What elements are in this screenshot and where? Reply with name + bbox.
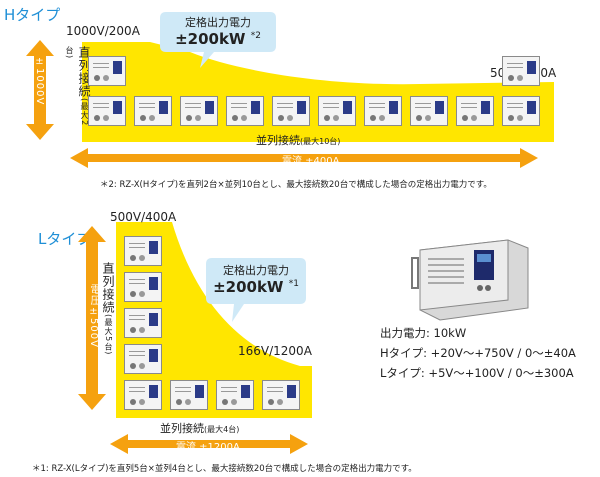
l-voltage-top: 500V/400A	[110, 210, 177, 224]
h-series-note: (最大2台)	[65, 46, 89, 127]
h-callout-label: 定格出力電力	[185, 16, 251, 29]
l-type-title: Lタイプ	[38, 230, 92, 248]
l-unit	[124, 344, 162, 374]
l-callout: 定格出力電力 ±200kW *1	[206, 262, 306, 296]
l-unit	[262, 380, 300, 410]
h-current-arrow-label: 電流 ±400A	[282, 156, 340, 167]
h-unit	[318, 96, 356, 126]
spec-h-type: Hタイプ: +20V〜+750V / 0〜±40A	[380, 346, 576, 360]
h-unit	[88, 96, 126, 126]
l-series-label: 直列接続(最大5台)	[100, 262, 117, 372]
h-unit	[180, 96, 218, 126]
h-footnote: ＊2: RZ-X(Hタイプ)を直列2台×並列10台とし、最大接続数20台で構成し…	[100, 180, 492, 190]
l-unit	[170, 380, 208, 410]
l-voltage-arrow	[78, 226, 106, 410]
h-unit	[502, 56, 540, 86]
l-parallel-label: 並列接続(最大4台)	[160, 420, 239, 436]
product-image	[411, 239, 529, 321]
l-footnote: ＊1: RZ-X(Lタイプ)を直列5台×並列4台とし、最大接続数20台で構成した…	[32, 464, 417, 474]
h-current-arrow	[70, 148, 538, 168]
h-unit	[272, 96, 310, 126]
l-voltage-arrow-label: 電圧±500V	[88, 284, 99, 348]
l-current-arrow	[110, 434, 308, 454]
l-callout-value: ±200kW	[213, 278, 284, 296]
spec-l-type: Lタイプ: +5V〜+100V / 0〜±300A	[380, 366, 574, 380]
h-unit	[456, 96, 494, 126]
l-parallel-text: 並列接続	[160, 422, 204, 435]
l-callout-mark: *1	[288, 279, 299, 289]
h-callout: 定格出力電力 ±200kW *2	[160, 14, 276, 48]
h-voltage-arrow	[26, 40, 54, 140]
h-series-text: 直列接続	[77, 46, 91, 98]
h-voltage-arrow-label: 電圧±1000V	[34, 56, 58, 106]
h-unit	[88, 56, 126, 86]
h-callout-value: ±200kW	[175, 30, 246, 48]
h-parallel-note: (最大10台)	[300, 137, 341, 146]
l-series-text: 直列接続	[101, 262, 115, 314]
l-parallel-note: (最大4台)	[204, 425, 240, 434]
h-unit	[410, 96, 448, 126]
l-voltage-right: 166V/1200A	[238, 344, 312, 358]
l-unit	[124, 380, 162, 410]
h-callout-mark: *2	[250, 31, 261, 41]
h-unit	[226, 96, 264, 126]
l-type-yellow-area	[78, 222, 312, 454]
l-unit	[124, 236, 162, 266]
h-unit	[364, 96, 402, 126]
h-type-title: Hタイプ	[4, 6, 61, 24]
l-series-note: (最大5台)	[104, 314, 113, 356]
h-unit	[502, 96, 540, 126]
h-voltage-top: 1000V/200A	[66, 24, 140, 38]
h-parallel-text: 並列接続	[256, 134, 300, 147]
h-unit	[134, 96, 172, 126]
l-unit	[216, 380, 254, 410]
spec-power: 出力電力: 10kW	[380, 326, 467, 340]
l-callout-label: 定格出力電力	[223, 264, 289, 277]
l-current-arrow-label: 電流 ±1200A	[176, 442, 240, 453]
h-series-label: 直列接続(最大2台)	[62, 46, 93, 136]
h-parallel-label: 並列接続(最大10台)	[256, 132, 340, 148]
l-unit	[124, 308, 162, 338]
l-unit	[124, 272, 162, 302]
